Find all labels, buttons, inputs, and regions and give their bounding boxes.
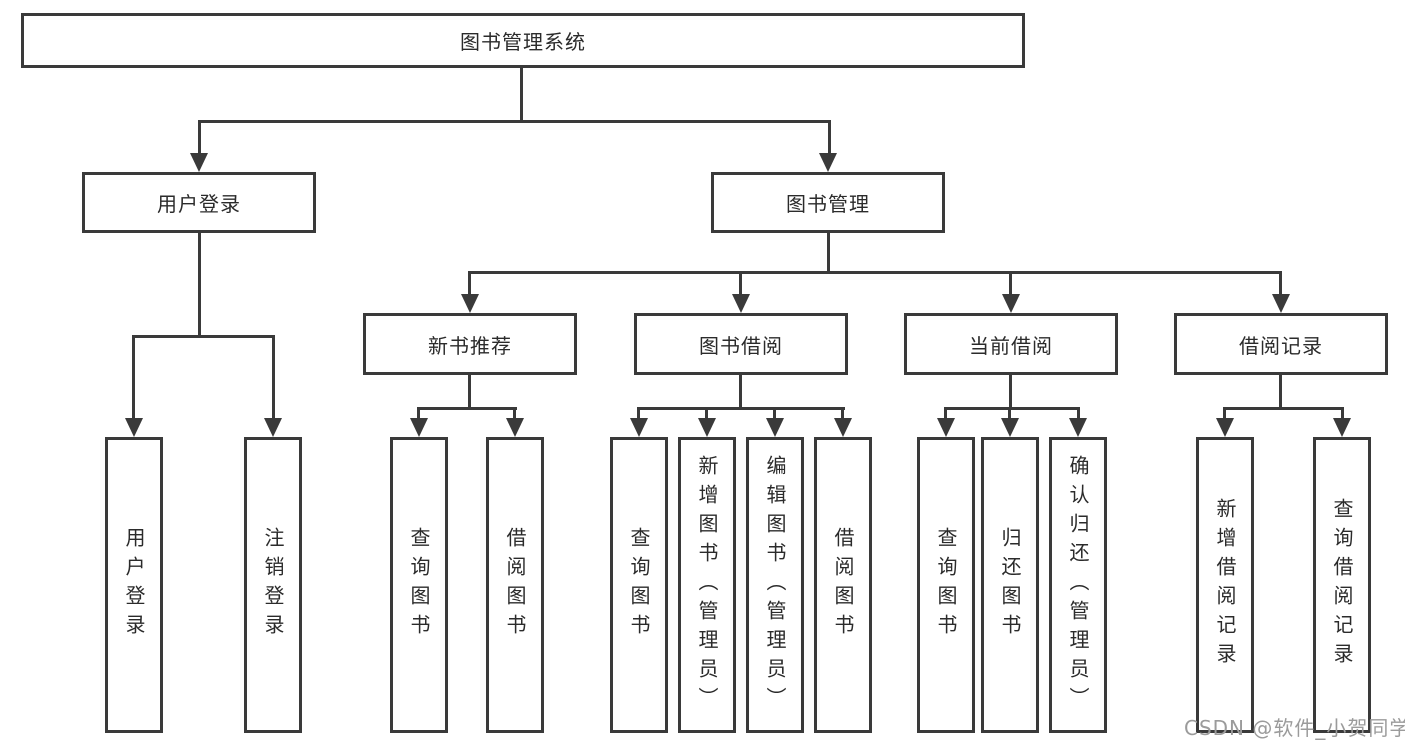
arrowhead-icon — [264, 418, 282, 437]
connector-line — [468, 373, 471, 409]
arrowhead-icon — [937, 418, 955, 437]
leaf-label: 新增图书（管理员） — [695, 454, 719, 716]
connector-line — [468, 271, 1282, 274]
node-book-borrowing: 图书借阅 — [634, 313, 848, 375]
arrowhead-icon — [1069, 418, 1087, 437]
arrowhead-icon — [461, 294, 479, 313]
arrowhead-icon — [766, 418, 784, 437]
connector-line — [944, 407, 1080, 410]
connector-line — [637, 407, 640, 421]
connector-line — [637, 407, 845, 410]
node-label: 用户登录 — [157, 192, 241, 216]
connector-line — [1009, 271, 1012, 297]
arrowhead-icon — [630, 418, 648, 437]
node-label: 图书管理系统 — [460, 30, 586, 54]
connector-line — [198, 231, 201, 337]
connector-line — [705, 407, 708, 421]
leaf-borrowing-add-books-admin: 新增图书（管理员） — [678, 437, 736, 733]
connector-line — [1279, 271, 1282, 297]
connector-line — [468, 271, 471, 297]
arrowhead-icon — [125, 418, 143, 437]
connector-line — [1077, 407, 1080, 421]
connector-line — [417, 407, 420, 421]
leaf-label: 查询图书 — [627, 527, 651, 643]
arrowhead-icon — [834, 418, 852, 437]
node-book-management-system: 图书管理系统 — [21, 13, 1025, 68]
arrowhead-icon — [1216, 418, 1234, 437]
node-book-management: 图书管理 — [711, 172, 945, 233]
leaf-logout: 注销登录 — [244, 437, 302, 733]
leaf-recommend-borrow-books: 借阅图书 — [486, 437, 544, 733]
leaf-label: 注销登录 — [261, 527, 285, 643]
arrowhead-icon — [1001, 418, 1019, 437]
node-label: 借阅记录 — [1239, 333, 1323, 358]
leaf-label: 查询图书 — [934, 527, 958, 643]
node-user-login: 用户登录 — [82, 172, 316, 233]
leaf-records-add-record: 新增借阅记录 — [1196, 437, 1254, 733]
leaf-current-return-books: 归还图书 — [981, 437, 1039, 733]
arrowhead-icon — [410, 418, 428, 437]
leaf-label: 确认归还（管理员） — [1066, 454, 1090, 716]
connector-line — [1279, 373, 1282, 409]
arrowhead-icon — [1272, 294, 1290, 313]
node-new-book-recommend: 新书推荐 — [363, 313, 577, 375]
leaf-user-login: 用户登录 — [105, 437, 163, 733]
connector-line — [1009, 373, 1012, 409]
connector-line — [773, 407, 776, 421]
leaf-label: 编辑图书（管理员） — [763, 454, 787, 716]
connector-line — [198, 120, 201, 156]
connector-line — [841, 407, 844, 421]
leaf-label: 借阅图书 — [831, 527, 855, 643]
node-borrowing-records: 借阅记录 — [1174, 313, 1388, 375]
leaf-label: 新增借阅记录 — [1213, 498, 1237, 672]
connector-line — [272, 335, 275, 421]
leaf-label: 归还图书 — [998, 527, 1022, 643]
connector-line — [1341, 407, 1344, 421]
node-label: 当前借阅 — [969, 333, 1053, 358]
connector-line — [513, 407, 516, 421]
connector-line — [739, 373, 742, 409]
node-label: 图书借阅 — [699, 333, 783, 358]
leaf-borrowing-borrow-books: 借阅图书 — [814, 437, 872, 733]
connector-line — [132, 335, 275, 338]
arrowhead-icon — [819, 153, 837, 172]
leaf-borrowing-query-books: 查询图书 — [610, 437, 668, 733]
connector-line — [739, 271, 742, 297]
connector-line — [417, 407, 517, 410]
csdn-watermark: CSDN @软件_小贺同学 — [1184, 716, 1405, 740]
leaf-label: 查询图书 — [407, 527, 431, 643]
connector-line — [520, 66, 523, 122]
connector-line — [1008, 407, 1011, 421]
node-current-borrowing: 当前借阅 — [904, 313, 1118, 375]
leaf-label: 用户登录 — [122, 527, 146, 643]
arrowhead-icon — [190, 153, 208, 172]
connector-line — [944, 407, 947, 421]
node-label: 新书推荐 — [428, 333, 512, 358]
connector-line — [132, 335, 135, 421]
arrowhead-icon — [698, 418, 716, 437]
connector-line — [198, 120, 831, 123]
connector-line — [827, 231, 830, 274]
arrowhead-icon — [506, 418, 524, 437]
arrowhead-icon — [1002, 294, 1020, 313]
connector-line — [1223, 407, 1344, 410]
connector-line — [828, 120, 831, 156]
leaf-label: 查询借阅记录 — [1330, 498, 1354, 672]
connector-line — [1223, 407, 1226, 421]
leaf-current-query-books: 查询图书 — [917, 437, 975, 733]
leaf-label: 借阅图书 — [503, 527, 527, 643]
arrowhead-icon — [732, 294, 750, 313]
leaf-current-confirm-return-admin: 确认归还（管理员） — [1049, 437, 1107, 733]
leaf-records-query-record: 查询借阅记录 — [1313, 437, 1371, 733]
node-label: 图书管理 — [786, 192, 870, 216]
leaf-borrowing-edit-books-admin: 编辑图书（管理员） — [746, 437, 804, 733]
arrowhead-icon — [1333, 418, 1351, 437]
leaf-recommend-query-books: 查询图书 — [390, 437, 448, 733]
